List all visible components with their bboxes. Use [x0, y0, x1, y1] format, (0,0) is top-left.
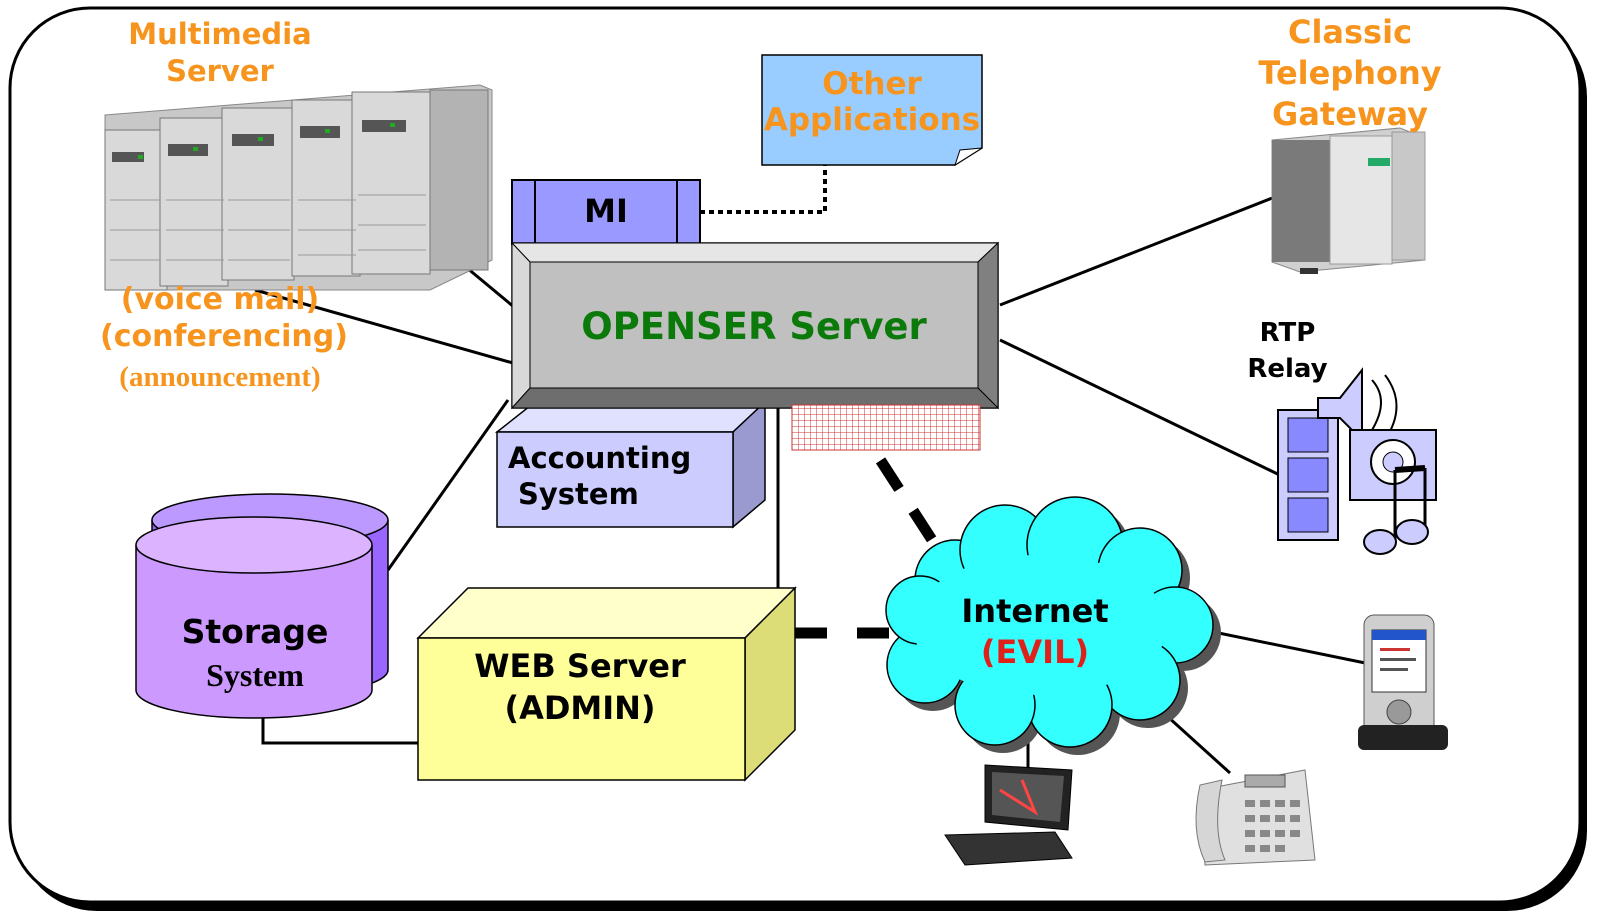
multimedia-role-voicemail: (voice mail): [120, 282, 320, 317]
multimedia-role-announcement: (announcement): [119, 361, 321, 393]
web-server-box: [416, 586, 797, 782]
laptop-icon: [944, 764, 1073, 866]
accounting-box: [494, 400, 767, 529]
multimedia-title-line1: Multimedia: [128, 17, 312, 51]
web-server-line1: WEB Server: [474, 647, 686, 685]
rtp-relay-label: RTP Relay: [1235, 315, 1340, 387]
gateway-line3: Gateway: [1272, 95, 1428, 133]
database-cylinder-icon: [135, 493, 389, 719]
other-applications-note: [761, 54, 983, 167]
link-openser-gateway: [999, 193, 1281, 307]
server-rack-icon: [104, 84, 493, 291]
gateway-line1: Classic: [1287, 13, 1413, 51]
link-mi-other: [700, 165, 827, 214]
telephony-gateway-icon: [1271, 127, 1426, 274]
rtp-relay-icon: [1277, 367, 1437, 555]
mi-box: [511, 179, 701, 245]
multimedia-title: Multimedia Server: [120, 16, 320, 90]
gateway-label: Classic Telephony Gateway: [1240, 12, 1460, 135]
internet-label: Internet: [961, 592, 1109, 630]
multimedia-title-line2: Server: [166, 54, 274, 88]
pda-icon: [1358, 614, 1448, 750]
multimedia-role-conferencing: (conferencing): [100, 319, 348, 354]
cloud-icon: [885, 496, 1221, 755]
mi-label: MI: [584, 192, 628, 230]
rtp-relay-line2: Relay: [1247, 354, 1328, 384]
storage-label-line1: Storage: [181, 612, 329, 651]
storage-label-line2: System: [206, 657, 304, 693]
other-applications-label: Other Applications: [762, 66, 982, 138]
link-multimedia-openser-2: [254, 288, 521, 367]
other-applications-line1: Other: [822, 66, 922, 102]
accounting-line2: System: [518, 477, 639, 511]
accounting-line1: Accounting: [508, 441, 692, 475]
web-server-label: WEB Server (ADMIN): [430, 645, 730, 729]
other-applications-line2: Applications: [763, 102, 981, 138]
accounting-label: Accounting System: [508, 440, 698, 512]
openser-label: OPENSER Server: [581, 305, 927, 348]
gateway-line2: Telephony: [1258, 54, 1442, 92]
rtp-relay-line1: RTP: [1259, 318, 1316, 348]
openser-box: [510, 241, 1000, 410]
firewall-grid: [791, 404, 981, 451]
link-openser-rtp: [999, 338, 1291, 482]
internet-evil-label: (EVIL): [980, 633, 1090, 671]
web-server-line2: (ADMIN): [504, 689, 656, 727]
link-openser-storage: [386, 399, 510, 571]
link-storage-web: [261, 712, 420, 745]
desk-phone-icon: [1195, 769, 1316, 866]
multimedia-roles: (voice mail) (conferencing): [100, 281, 348, 355]
